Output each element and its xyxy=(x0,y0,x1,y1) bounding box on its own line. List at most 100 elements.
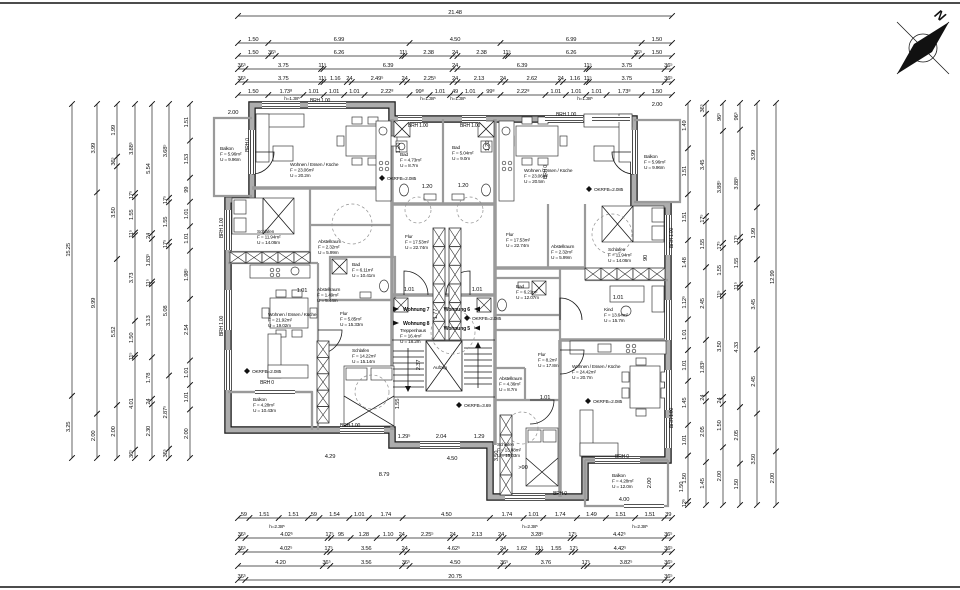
room-area: F = 21.92m² xyxy=(268,318,292,324)
dim-value: 1.51 xyxy=(259,512,269,518)
dim-value: 1.83⁵ xyxy=(699,360,706,373)
room-perimeter: U = 8.7m xyxy=(499,387,517,393)
dim-value: 2.00 xyxy=(652,102,662,108)
room-area: F = 11.94m² xyxy=(257,235,281,241)
dim-value: 1.01 xyxy=(540,395,550,401)
dim-value: 24 xyxy=(500,546,507,552)
apartment-name: Wohnung 5 xyxy=(444,326,471,332)
dim-value: 6.26 xyxy=(566,50,576,56)
room-perimeter: U = 9.0m xyxy=(452,156,470,162)
room-name: Schlafen xyxy=(257,229,275,235)
dim-value: 1.16 xyxy=(570,76,580,82)
dim-value: 4.62⁵ xyxy=(447,545,460,552)
room-name: Bad xyxy=(400,152,408,158)
dim-value: 49 xyxy=(452,89,458,95)
room-name: Wohnen / Essen / Küche xyxy=(572,364,621,370)
dim-value: 3.99 xyxy=(91,143,97,153)
room-area: F = 2.32m² xyxy=(551,250,573,256)
bathroom-fixtures xyxy=(331,258,547,312)
room-area: F = 17.53m² xyxy=(506,238,530,244)
dim-value: 2.00 xyxy=(647,478,653,488)
dim-value: 1.77 xyxy=(433,309,439,319)
room-perimeter: U = 18.2m xyxy=(400,339,421,345)
dim-value: 24 xyxy=(500,76,507,82)
dim-value: 1.51 xyxy=(184,117,190,127)
dim-value: 15.25 xyxy=(66,243,72,257)
room-area: F = 16.4m² xyxy=(400,334,422,340)
dim-value: 11⁵ xyxy=(318,75,327,82)
apartment-arrow-icon xyxy=(393,320,399,326)
dim-value: 1.51 xyxy=(645,512,655,518)
dim-value: 24 xyxy=(450,532,457,538)
dim-value: 36⁵ xyxy=(634,49,643,56)
room-area: F = 23.06m² xyxy=(290,168,314,174)
apartment-label: Wohnung 7 xyxy=(393,306,430,313)
dim-value: 1.50 xyxy=(717,420,723,430)
annotation: BRH 1.00 xyxy=(556,112,576,118)
room-name: Schlafen xyxy=(497,442,515,448)
dim-value: 4.33 xyxy=(734,342,740,352)
dim-value: 36⁵ xyxy=(162,448,169,457)
dim-value: 36⁵ xyxy=(664,75,673,82)
apartment-name: Wohnung 7 xyxy=(403,307,430,313)
dim-value: 24 xyxy=(452,50,459,56)
dim-value: 1.28 xyxy=(358,532,368,538)
room-name: Abstellraum xyxy=(317,287,340,293)
stairs-icon xyxy=(393,342,492,392)
dim-value: 2.62 xyxy=(527,76,537,82)
dim-value: 99 xyxy=(184,187,190,193)
dim-value: 4.00 xyxy=(619,497,629,503)
dim-value: 24 xyxy=(558,76,565,82)
dim-value: 1.55 xyxy=(551,546,561,552)
dim-value: 1.29 xyxy=(474,434,484,440)
dining-table-icon xyxy=(506,116,568,166)
annotation: h=1.38⁵ xyxy=(284,96,300,102)
dim-value: 99⁸ xyxy=(486,88,495,95)
dim-value: 3.88⁵ xyxy=(716,180,723,193)
apartment-label: Wohnung 5 xyxy=(444,325,480,332)
dim-value: 3.68⁵ xyxy=(162,144,169,157)
dim-value: 2.37 xyxy=(416,360,422,370)
dim-value: 3.50 xyxy=(751,454,757,464)
dim-value: 1.01 xyxy=(184,209,190,219)
room-perimeter: U = 20.7m xyxy=(572,375,593,381)
dim-value: 11⁵ xyxy=(535,545,544,552)
level-value: OKRFB=2.085 xyxy=(472,316,502,322)
room-name: Wohnen / Essen / Küche xyxy=(268,312,317,318)
room-name: Balkon xyxy=(612,473,626,479)
dim-value: 4.42⁵ xyxy=(613,531,626,538)
room-name: Flur xyxy=(538,352,546,358)
dim-value: 17⁵ xyxy=(716,241,723,250)
furniture-layer xyxy=(231,113,669,487)
dim-value: 1.55 xyxy=(163,217,169,227)
room-name: Abstellraum xyxy=(551,244,574,250)
dim-value: 2.22⁸ xyxy=(517,88,530,95)
annotation: BRH 1.00 xyxy=(669,228,675,248)
dim-value: 1.12⁵ xyxy=(681,295,688,308)
room-perimeter: U = 9.96m xyxy=(220,157,241,163)
apartment-name: Wohnung 6 xyxy=(444,307,471,313)
sofa-icon xyxy=(267,333,309,379)
balcony-top-left xyxy=(212,116,252,198)
dim-value: 1.49 xyxy=(682,120,688,130)
dim-value: 4.29 xyxy=(325,454,335,460)
dim-value: 2.22⁸ xyxy=(381,88,394,95)
annotation: h=1.38⁵ xyxy=(420,96,436,102)
dim-value: 24 xyxy=(700,394,706,401)
level-marker-icon xyxy=(456,402,462,408)
dim-value: 1.50 xyxy=(129,333,135,343)
room-perimeter: U = 15.7m xyxy=(604,318,625,324)
dim-value: 36⁵ xyxy=(238,75,247,82)
dim-value: 1.50 xyxy=(682,473,688,483)
dim-value: 36⁵ xyxy=(664,559,673,566)
